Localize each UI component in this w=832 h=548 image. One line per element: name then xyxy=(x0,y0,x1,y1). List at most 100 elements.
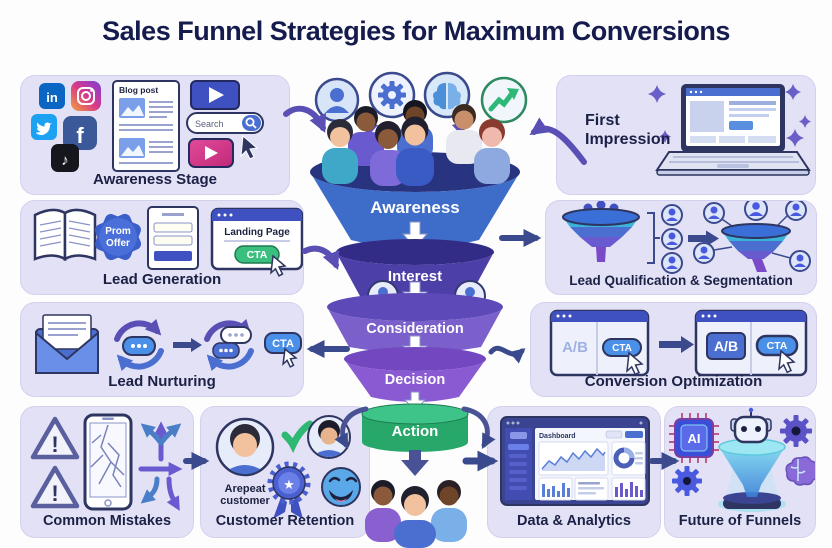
search-icon xyxy=(242,115,261,131)
svg-text:CTA: CTA xyxy=(767,340,788,352)
panel-data-analytics: Dashboard xyxy=(487,406,661,538)
cta-button xyxy=(234,245,280,264)
down-arrow xyxy=(401,450,429,476)
svg-text:Landing Page: Landing Page xyxy=(224,227,290,238)
cursor-icon xyxy=(778,349,796,374)
funnel-icon-2 xyxy=(693,201,811,272)
book-icon xyxy=(33,208,97,262)
svg-text:Search: Search xyxy=(195,119,224,129)
funnel-stage-awareness: Awareness xyxy=(310,100,520,248)
funnel-icon xyxy=(562,201,640,262)
ai-chip-icon: AI xyxy=(669,413,719,463)
funnel-stage-consideration: Consideration xyxy=(327,280,503,353)
panel-lead-nurturing: CTA Lead Nurturing xyxy=(20,302,304,397)
refresh-cycle-icon-2 xyxy=(204,318,254,372)
gear-icon xyxy=(368,71,416,119)
warning-triangle-icon: ! xyxy=(30,416,80,460)
sparkle-icon xyxy=(648,84,811,147)
gear-icon xyxy=(672,466,702,496)
browser-window: A/B CTA xyxy=(549,309,650,377)
arrow-icon xyxy=(688,230,719,247)
repeat-customer-caption: Arepeat xyxy=(225,483,266,495)
cursor-icon xyxy=(626,351,644,376)
broken-phone-icon xyxy=(83,413,133,511)
svg-text:CTA: CTA xyxy=(272,338,294,350)
analytics-dashboard-illustration: Dashboard xyxy=(500,416,650,506)
avatar xyxy=(307,415,351,459)
panel-awareness-stage: in f ♪ Blog post xyxy=(20,75,290,195)
down-arrow xyxy=(401,335,429,361)
awareness-stage-illustration: in f ♪ Blog post xyxy=(31,80,264,172)
bar-chart xyxy=(611,477,646,501)
page-title: Sales Funnel Strategies for Maximum Conv… xyxy=(102,16,730,46)
funnel-stage-decision: Decision xyxy=(344,347,486,402)
cursor-icon xyxy=(240,134,259,160)
future-of-funnels-label: Future of Funnels xyxy=(678,513,802,529)
down-arrow xyxy=(401,221,429,249)
holographic-funnel xyxy=(718,438,786,512)
laughing-emoji-icon xyxy=(321,467,361,507)
panel-future-of-funnels: AI xyxy=(664,406,816,538)
cta-button xyxy=(602,338,642,357)
direction-arrows-icon xyxy=(138,421,183,511)
svg-text:★: ★ xyxy=(283,477,295,492)
brain-icon xyxy=(785,456,815,486)
arrow-icon xyxy=(659,336,694,353)
svg-text:f: f xyxy=(76,123,84,148)
awareness-stage-label: Awareness Stage xyxy=(93,171,217,188)
lead-qualification-label: Lead Qualification & Segmentation xyxy=(569,273,793,288)
panel-lead-generation: Prom Offer Landing Page CTA Lead xyxy=(20,200,304,295)
landing-page-card: Landing Page CTA xyxy=(210,207,303,277)
person-icon xyxy=(693,201,811,272)
lead-qualification-illustration xyxy=(562,201,811,274)
search-bar: Search xyxy=(186,112,264,134)
svg-text:Prom: Prom xyxy=(105,226,131,237)
svg-text:Consideration: Consideration xyxy=(366,321,463,337)
user-icon xyxy=(314,77,360,123)
svg-text:Action: Action xyxy=(392,423,439,440)
lead-nurturing-illustration: CTA xyxy=(35,314,302,374)
laptop-icon xyxy=(655,84,811,176)
cursor-icon xyxy=(270,254,287,277)
refresh-cycle-icon xyxy=(114,318,164,372)
robot-icon xyxy=(730,407,772,444)
envelope-icon xyxy=(35,314,99,374)
lead-nurturing-label: Lead Nurturing xyxy=(108,373,216,390)
instagram-icon xyxy=(71,81,101,111)
audience-people xyxy=(322,100,510,186)
play-icon xyxy=(209,87,224,103)
svg-text:Decision: Decision xyxy=(385,372,445,388)
gear-icon xyxy=(780,415,812,447)
stats-card xyxy=(574,477,609,501)
ab-test-label: A/B xyxy=(562,339,588,356)
lead-generation-illustration: Prom Offer Landing Page CTA xyxy=(33,206,303,277)
facebook-icon: f xyxy=(63,116,97,150)
arrow-icon xyxy=(173,338,202,352)
video-player-icon-2 xyxy=(188,138,234,168)
award-ribbon-icon: ★ xyxy=(267,461,311,519)
panel-lead-qualification: Lead Qualification & Segmentation xyxy=(545,200,817,295)
segmented-leads xyxy=(661,204,683,274)
cta-button: CTA xyxy=(264,332,302,368)
avatar xyxy=(367,280,486,312)
customer-retention-label: Customer Retention xyxy=(215,513,355,529)
inflow-arrows xyxy=(359,106,471,138)
ab-test-label: A/B xyxy=(714,338,738,354)
bracket xyxy=(647,212,660,264)
browser-window-2: A/B CTA xyxy=(694,309,808,377)
video-player-icon xyxy=(190,80,240,110)
panel-conversion-optimization: A/B CTA A/B CTA Conversion Optimization xyxy=(530,302,817,397)
svg-text:customer: customer xyxy=(220,495,270,507)
brain-icon xyxy=(423,71,471,119)
tiktok-icon: ♪ xyxy=(51,144,79,172)
first-impression-illustration xyxy=(648,84,811,176)
growth-chart-icon xyxy=(480,76,528,124)
svg-text:in: in xyxy=(46,90,58,105)
svg-text:!: ! xyxy=(51,481,58,506)
funnel-stage-interest: Interest xyxy=(336,239,494,304)
svg-text:♪: ♪ xyxy=(61,152,69,169)
bar-chart xyxy=(538,477,573,501)
common-mistakes-label: Common Mistakes xyxy=(42,513,172,529)
conversion-optimization-illustration: A/B CTA A/B CTA xyxy=(549,309,808,377)
